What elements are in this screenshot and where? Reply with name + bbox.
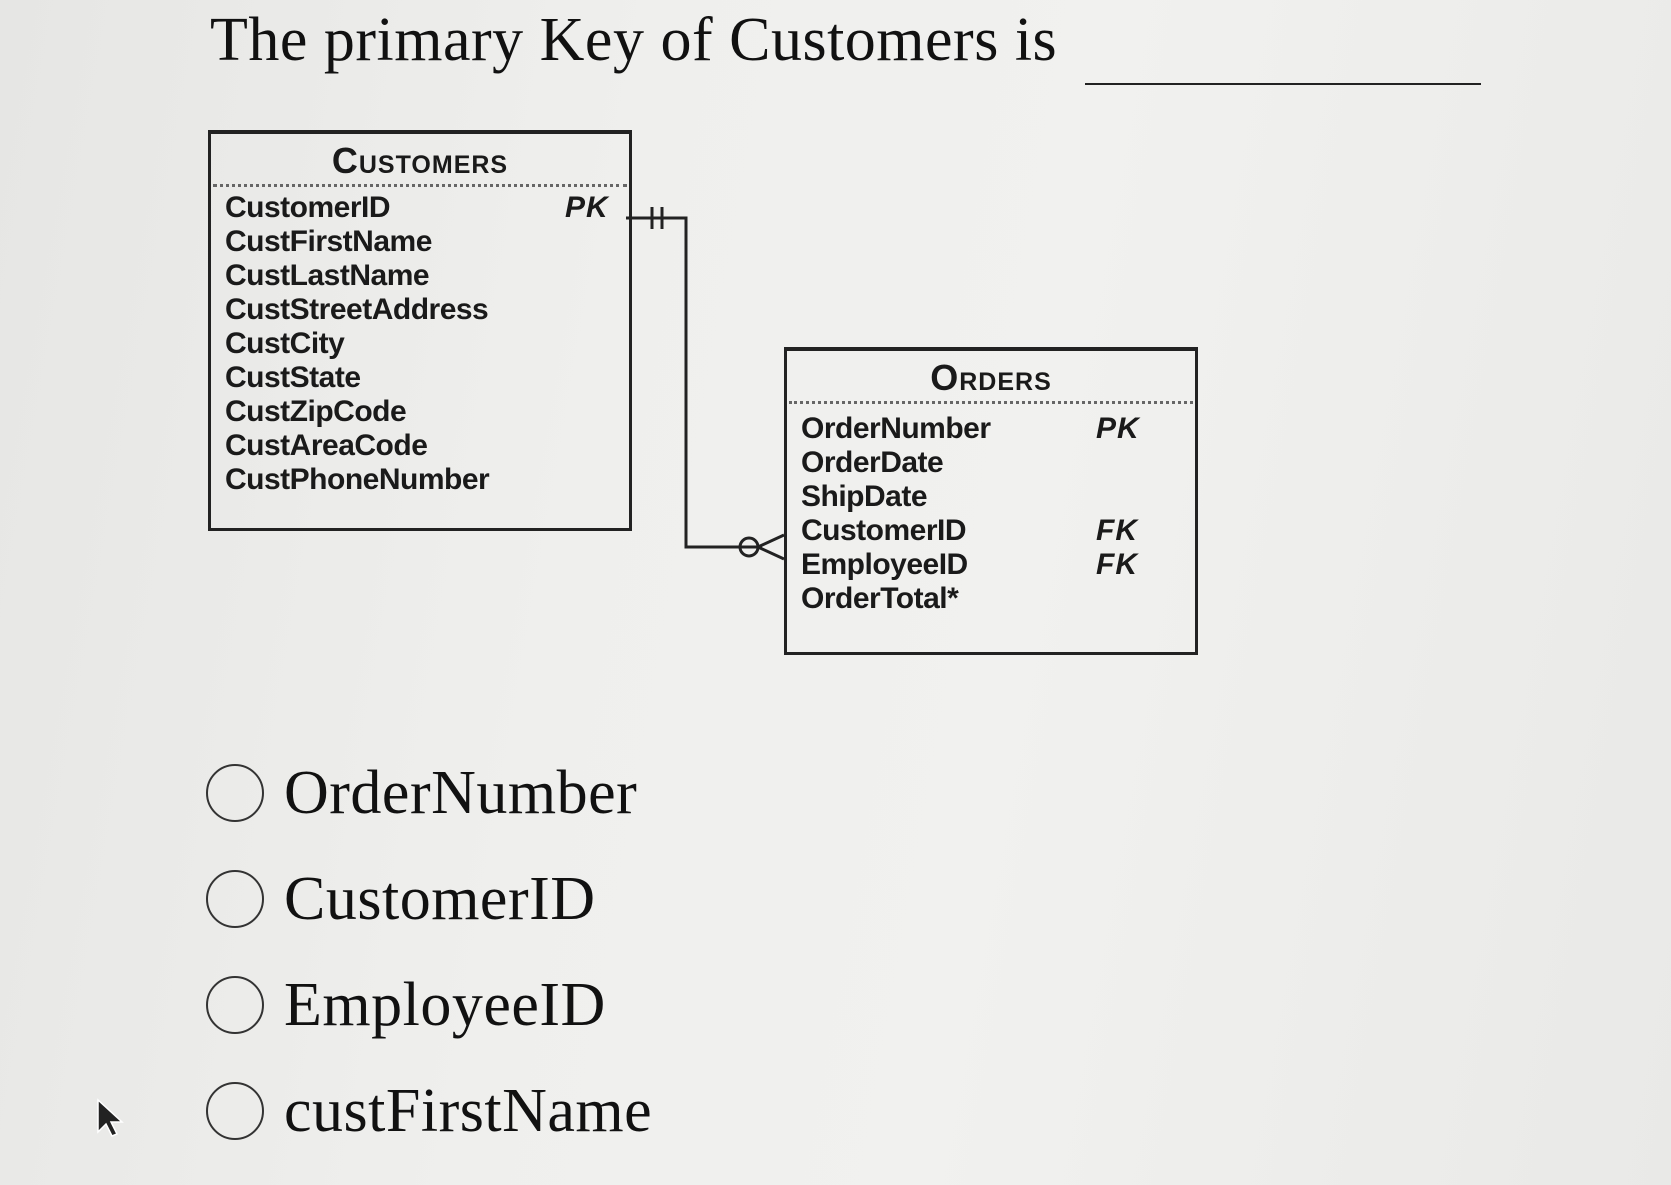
orders-attribute: OrderNumber PK [801, 412, 1195, 446]
radio-button[interactable] [206, 976, 264, 1034]
attribute-name: CustZipCode [225, 395, 407, 428]
orders-attribute-list: OrderNumber PK OrderDate ShipDate Custome… [787, 404, 1195, 616]
customers-attribute: CustState [225, 361, 629, 395]
option-custfirstname[interactable]: custFirstName [206, 1058, 652, 1164]
option-label[interactable]: custFirstName [284, 1076, 653, 1145]
attribute-name: ShipDate [801, 480, 928, 513]
attribute-name: OrderNumber [801, 412, 991, 445]
attribute-name: CustStreetAddress [225, 293, 489, 326]
customers-attribute: CustPhoneNumber [225, 463, 629, 497]
foreign-key-marker: FK [1096, 548, 1138, 581]
attribute-name: OrderTotal* [801, 582, 959, 615]
radio-button[interactable] [206, 870, 264, 928]
customers-title-divider [213, 184, 627, 187]
attribute-name: CustState [225, 361, 361, 394]
option-customerid[interactable]: CustomerID [206, 846, 652, 952]
customers-attribute: CustCity [225, 327, 629, 361]
attribute-name: CustCity [225, 327, 345, 360]
foreign-key-marker: FK [1096, 514, 1138, 547]
orders-title-divider [789, 401, 1193, 404]
orders-entity: Orders OrderNumber PK OrderDate ShipDate … [784, 347, 1198, 655]
crows-foot-lower [757, 545, 785, 561]
attribute-name: EmployeeID [801, 548, 968, 581]
customers-attribute: CustAreaCode [225, 429, 629, 463]
answer-blank-line [1085, 83, 1481, 85]
attribute-name: CustomerID [801, 514, 967, 547]
customers-attribute: CustLastName [225, 259, 629, 293]
customers-entity-title: Customers [331, 140, 509, 181]
option-employeeid[interactable]: EmployeeID [206, 952, 652, 1058]
customers-entity: Customers CustomerID PK CustFirstName Cus… [208, 130, 632, 531]
orders-attribute: EmployeeID FK [801, 548, 1195, 582]
primary-key-marker: PK [1096, 412, 1140, 445]
option-label[interactable]: OrderNumber [284, 758, 638, 827]
customers-attribute: CustStreetAddress [225, 293, 629, 327]
arrow-cursor-icon [97, 1098, 124, 1137]
attribute-name: CustAreaCode [225, 429, 428, 462]
orders-attribute: OrderTotal* [801, 582, 1195, 616]
crows-foot-upper [757, 533, 785, 549]
customers-attribute: CustomerID PK [225, 191, 629, 225]
customers-attribute: CustZipCode [225, 395, 629, 429]
attribute-name: OrderDate [801, 446, 944, 479]
relationship-connector [626, 207, 785, 561]
attribute-name: CustFirstName [225, 225, 432, 258]
orders-attribute: CustomerID FK [801, 514, 1195, 548]
attribute-name: CustLastName [225, 259, 430, 292]
orders-attribute: ShipDate [801, 480, 1195, 514]
er-diagram: Customers CustomerID PK CustFirstName Cus… [208, 130, 1198, 655]
radio-button[interactable] [206, 764, 264, 822]
attribute-name: CustPhoneNumber [225, 463, 490, 496]
answer-options: OrderNumber CustomerID EmployeeID custFi… [206, 740, 652, 1164]
option-label[interactable]: EmployeeID [284, 970, 606, 1039]
option-ordernumber[interactable]: OrderNumber [206, 740, 652, 846]
question-text: The primary Key of Customers is [210, 6, 1058, 74]
option-label[interactable]: CustomerID [284, 864, 596, 933]
customers-attribute: CustFirstName [225, 225, 629, 259]
orders-entity-title: Orders [930, 357, 1052, 398]
attribute-name: CustomerID [225, 191, 391, 224]
orders-attribute: OrderDate [801, 446, 1195, 480]
primary-key-marker: PK [565, 191, 609, 224]
radio-button[interactable] [206, 1082, 264, 1140]
